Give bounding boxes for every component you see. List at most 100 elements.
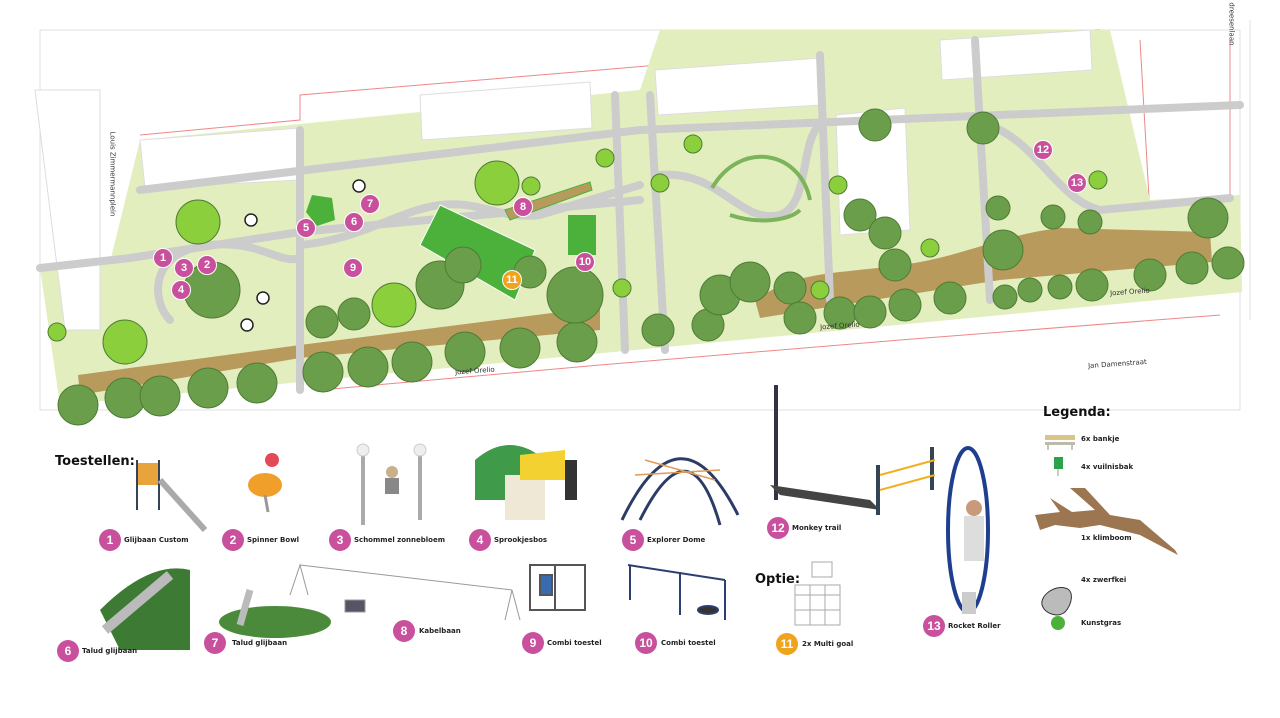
equipment-badge-13: 13 (923, 615, 945, 637)
equipment-badge-10: 10 (635, 632, 657, 654)
boulder (244, 213, 258, 227)
equipment-label-8: Kabelbaan (419, 627, 461, 635)
tree (302, 351, 344, 393)
tree (933, 281, 967, 315)
option-title: Optie: (755, 572, 801, 587)
tree (444, 331, 486, 373)
equipment-label-9: Combi toestel (547, 639, 602, 647)
tree (1088, 170, 1108, 190)
equipment-label-13: Rocket Roller (948, 622, 1001, 630)
tree (1075, 268, 1109, 302)
tree (371, 282, 417, 328)
tree (1187, 197, 1229, 239)
explorer-dome-image (620, 457, 740, 526)
bench-icon (1045, 435, 1075, 450)
park-site-plan (34, 20, 1251, 426)
map-marker-13[interactable]: 13 (1067, 173, 1087, 193)
map-marker-7[interactable]: 7 (360, 194, 380, 214)
tree (868, 216, 902, 250)
map-marker-5[interactable]: 5 (296, 218, 316, 238)
tree (305, 305, 339, 339)
slide-image (136, 460, 208, 533)
artificial-grass-icon (1051, 616, 1065, 630)
legend-title: Legenda: (1043, 405, 1111, 420)
legend-icons (1035, 435, 1178, 630)
tree (888, 288, 922, 322)
boulder (240, 318, 254, 332)
rocket-roller-image (946, 446, 990, 614)
street-dreesenlaan: dreesenlaan (1227, 2, 1236, 46)
cable-way-image (289, 563, 521, 621)
equipment-badge-8: 8 (393, 620, 415, 642)
tree (102, 319, 148, 365)
map-marker-8[interactable]: 8 (513, 197, 533, 217)
map-marker-4[interactable]: 4 (171, 280, 191, 300)
equipment-label-1: Glijbaan Custom (124, 536, 189, 544)
tree (843, 198, 877, 232)
tree (985, 195, 1011, 221)
paths (36, 36, 1244, 394)
street-louis-zimmermannplein: Louis Zimmermannplein (108, 131, 117, 217)
klimboom-circle (710, 154, 812, 223)
equipment-badge-3: 3 (329, 529, 351, 551)
tree (783, 301, 817, 335)
tree (175, 199, 221, 245)
tree (920, 238, 940, 258)
equipment-badge-6: 6 (57, 640, 79, 662)
legend-bench-label: 6x bankje (1081, 435, 1120, 443)
legend-climbing-tree-label: 1x klimboom (1081, 534, 1132, 542)
tree (1017, 277, 1043, 303)
tree (187, 367, 229, 409)
tree (1047, 274, 1073, 300)
tree (139, 375, 181, 417)
tree (556, 321, 598, 363)
tree (878, 248, 912, 282)
equipment-label-10: Combi toestel (661, 639, 716, 647)
tree (853, 295, 887, 329)
equipment-label-4: Sprookjesbos (494, 536, 548, 544)
equipment-badge-9: 9 (522, 632, 544, 654)
equipment-label-5: Explorer Dome (647, 536, 706, 544)
boulder (256, 291, 270, 305)
spinner-bowl-image (248, 453, 282, 513)
tree (966, 111, 1000, 145)
equipment-badge-11: 11 (776, 633, 798, 655)
tree (347, 346, 389, 388)
monkey-trail-image (770, 385, 936, 515)
combi-toestel-9-image (529, 564, 586, 611)
tree (612, 278, 632, 298)
equipment-pictures (100, 385, 1178, 650)
equipment-badge-1: 1 (99, 529, 121, 551)
equipment-label-2: Spinner Bowl (247, 536, 300, 544)
map-marker-11[interactable]: 11 (502, 270, 522, 290)
boulder-icon (1041, 586, 1072, 616)
map-marker-10[interactable]: 10 (575, 252, 595, 272)
equipment-badge-7: 7 (204, 632, 226, 654)
tree (595, 148, 615, 168)
equipment-badge-2: 2 (222, 529, 244, 551)
tree (236, 362, 278, 404)
tree (641, 313, 675, 347)
combi-toestel-10-image (627, 564, 726, 620)
tree (729, 261, 771, 303)
map-marker-3[interactable]: 3 (174, 258, 194, 278)
legend-boulder-label: 4x zwerfkei (1081, 576, 1127, 584)
tree (337, 297, 371, 331)
map-marker-6[interactable]: 6 (344, 212, 364, 232)
legend-artificial-grass-label: Kunstgras (1081, 619, 1122, 627)
tree (47, 322, 67, 342)
map-marker-9[interactable]: 9 (343, 258, 363, 278)
map-marker-12[interactable]: 12 (1033, 140, 1053, 160)
tree (546, 266, 604, 324)
talud-slide-image (100, 568, 190, 650)
map-marker-2[interactable]: 2 (197, 255, 217, 275)
tree (683, 134, 703, 154)
tree (391, 341, 433, 383)
map-marker-1[interactable]: 1 (153, 248, 173, 268)
tree (982, 229, 1024, 271)
trash-bin-icon (1054, 457, 1063, 476)
trees (47, 108, 1245, 426)
sunflower-swing-image (356, 443, 427, 525)
legend-trash-bin-label: 4x vuilnisbak (1081, 463, 1134, 471)
boulders (240, 179, 366, 332)
